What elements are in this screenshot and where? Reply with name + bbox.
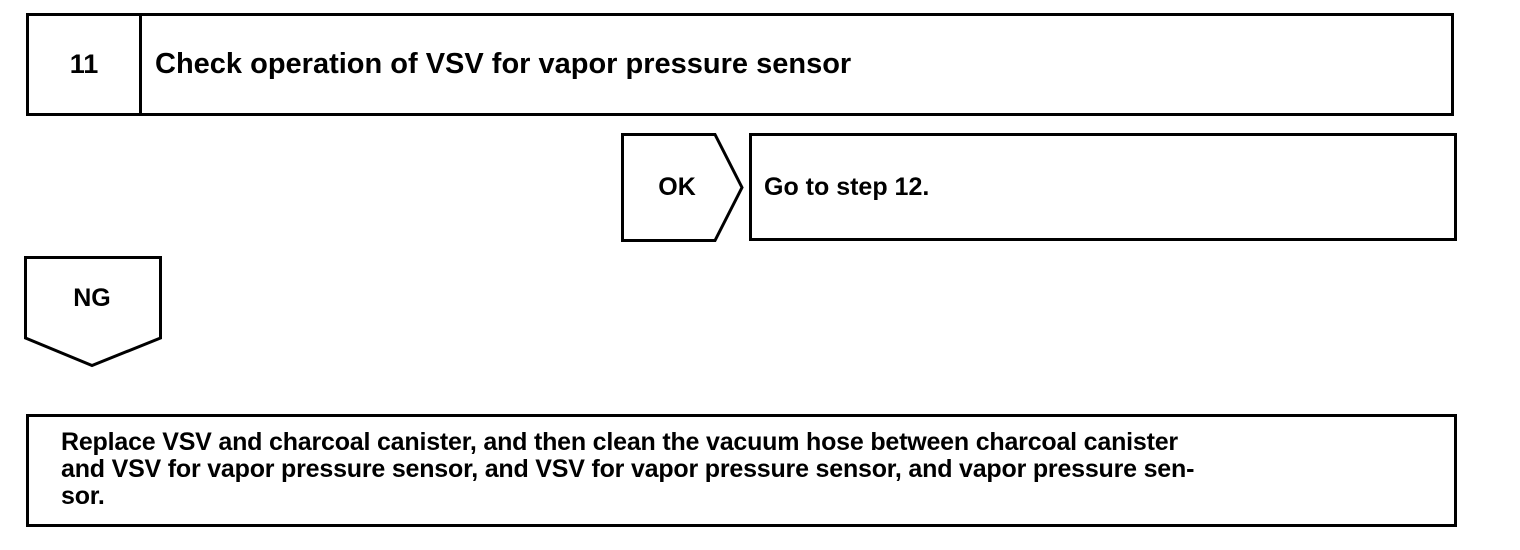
step-box: 11 Check operation of VSV for vapor pres…	[26, 13, 1454, 116]
ok-result-box: Go to step 12.	[749, 133, 1457, 241]
step-number: 11	[29, 16, 142, 113]
ok-arrow-shape	[621, 133, 744, 242]
action-box: Replace VSV and charcoal canister, and t…	[26, 414, 1457, 527]
step-title: Check operation of VSV for vapor pressur…	[155, 48, 852, 80]
ok-label: OK	[658, 173, 696, 201]
ng-arrow-shape	[24, 256, 162, 368]
ok-result-text: Go to step 12.	[764, 172, 930, 201]
ng-label: NG	[73, 283, 111, 312]
